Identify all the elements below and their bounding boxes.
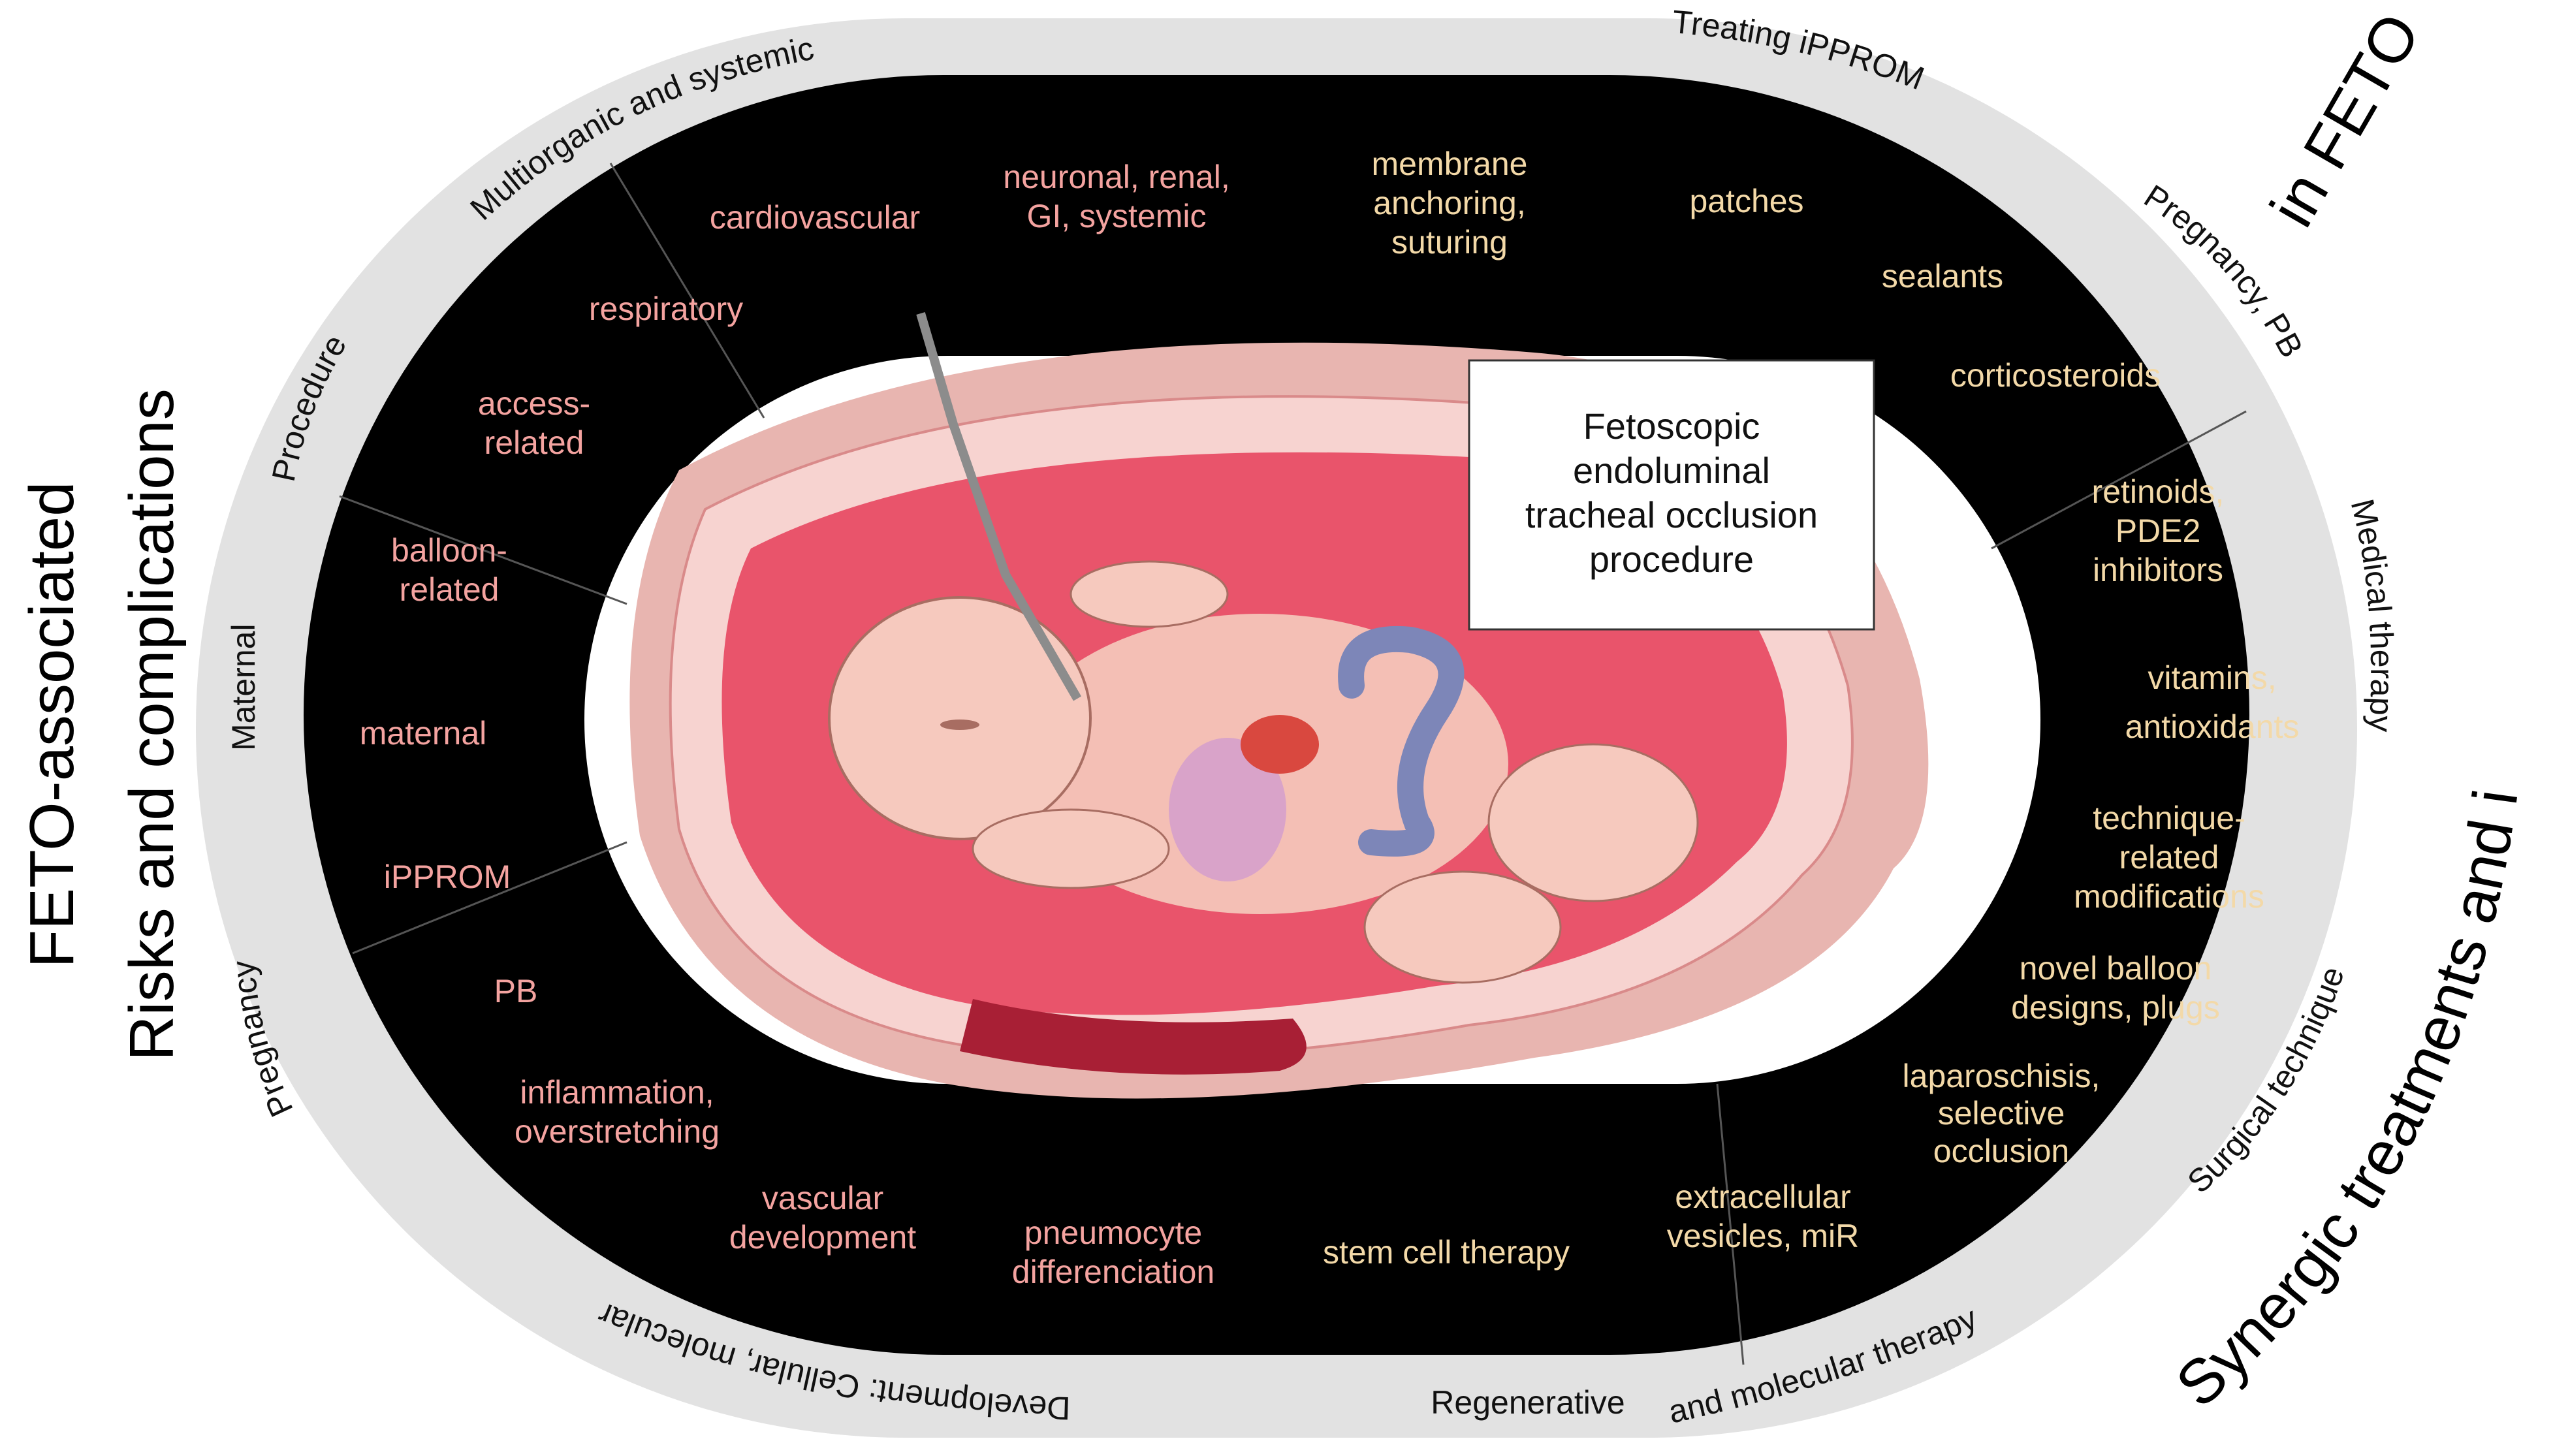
center-box-line-1: Fetoscopic bbox=[1583, 405, 1760, 447]
treat-balloon-designs-2: designs, plugs bbox=[2011, 989, 2220, 1026]
risk-access-2: related bbox=[484, 424, 584, 461]
treat-membrane-1: membrane bbox=[1372, 146, 1528, 182]
risk-cardiovascular: cardiovascular bbox=[710, 199, 920, 236]
treat-technique-3: modifications bbox=[2074, 878, 2264, 915]
fetus-arm-lower bbox=[972, 808, 1170, 889]
ring-label-regenerative: Regenerative bbox=[1431, 1384, 1625, 1421]
divider-line bbox=[352, 841, 627, 955]
treat-membrane-2: anchoring, bbox=[1373, 185, 1526, 221]
divider-line bbox=[1991, 410, 2247, 550]
treat-sealants: sealants bbox=[1882, 258, 2003, 294]
risk-neuronal-1: neuronal, renal, bbox=[1003, 159, 1229, 195]
fetus-lung bbox=[1169, 738, 1286, 881]
treat-stem-cell: stem cell therapy bbox=[1323, 1234, 1570, 1271]
treat-membrane-3: suturing bbox=[1391, 224, 1508, 261]
center-box bbox=[1468, 359, 1875, 631]
placenta bbox=[960, 999, 1307, 1075]
sector-dividers bbox=[339, 163, 2247, 1365]
risk-pb: PB bbox=[494, 973, 538, 1009]
center-box-line-4: procedure bbox=[1589, 539, 1754, 580]
treat-technique-2: related bbox=[2119, 839, 2219, 876]
risk-inflammation-2: overstretching bbox=[515, 1113, 720, 1150]
fetus-leg bbox=[1487, 743, 1699, 902]
risk-ipprom: iPPROM bbox=[384, 859, 511, 895]
divider-line bbox=[1716, 1083, 1745, 1365]
risk-pneumocyte-1: pneumocyte bbox=[1024, 1214, 1202, 1251]
fetus-arm bbox=[1070, 560, 1229, 628]
center-box-line-3: tracheal occlusion bbox=[1525, 494, 1818, 535]
divider-line bbox=[339, 495, 627, 605]
treat-balloon-designs-1: novel balloon bbox=[2020, 950, 2212, 987]
divider-line bbox=[609, 163, 765, 419]
fetus-heart bbox=[1241, 715, 1319, 774]
risk-pneumocyte-2: differenciation bbox=[1012, 1254, 1214, 1290]
fetus-foot bbox=[1363, 870, 1562, 984]
outer-title-left-2: Risks and complications bbox=[117, 388, 187, 1061]
risk-neuronal-2: GI, systemic bbox=[1026, 198, 1206, 234]
umbilical-cord bbox=[1338, 625, 1465, 857]
treat-laparoschisis-1: laparoschisis, bbox=[1903, 1058, 2101, 1094]
fetus-head bbox=[828, 596, 1092, 840]
treat-vesicles-1: extracellular bbox=[1675, 1179, 1851, 1215]
treat-vitamins-1: vitamins, bbox=[2148, 659, 2276, 696]
treat-retinoids-2: PDE2 bbox=[2116, 513, 2201, 549]
ring-label-maternal: Maternal bbox=[225, 624, 262, 751]
risk-vascular-1: vascular bbox=[762, 1180, 883, 1216]
outer-title-left-1: FETO-associated bbox=[17, 481, 87, 968]
center-box-line-2: endoluminal bbox=[1573, 450, 1770, 491]
risk-balloon-1: balloon- bbox=[391, 532, 507, 569]
fetus-closed-eye bbox=[940, 720, 979, 730]
fetoscope bbox=[916, 312, 1082, 701]
treat-patches: patches bbox=[1689, 183, 1803, 219]
risk-access-1: access- bbox=[478, 385, 590, 422]
treat-laparoschisis-2: selective bbox=[1938, 1095, 2065, 1132]
treat-corticosteroids: corticosteroids bbox=[1950, 357, 2161, 394]
treat-retinoids-1: retinoids, bbox=[2092, 473, 2225, 510]
outer-title-right-2: in FETO bbox=[2257, 2, 2434, 238]
treat-laparoschisis-3: occlusion bbox=[1933, 1133, 2069, 1169]
treat-vitamins-2: antioxidants bbox=[2125, 708, 2300, 745]
risk-vascular-2: development bbox=[729, 1219, 916, 1256]
risk-inflammation-1: inflammation, bbox=[520, 1074, 714, 1111]
treat-technique-1: technique- bbox=[2093, 800, 2245, 836]
treat-vesicles-2: vesicles, miR bbox=[1667, 1218, 1859, 1254]
risk-maternal: maternal bbox=[360, 715, 487, 752]
treat-retinoids-3: inhibitors bbox=[2093, 552, 2223, 588]
risk-balloon-2: related bbox=[400, 571, 500, 608]
risk-respiratory: respiratory bbox=[589, 291, 743, 327]
